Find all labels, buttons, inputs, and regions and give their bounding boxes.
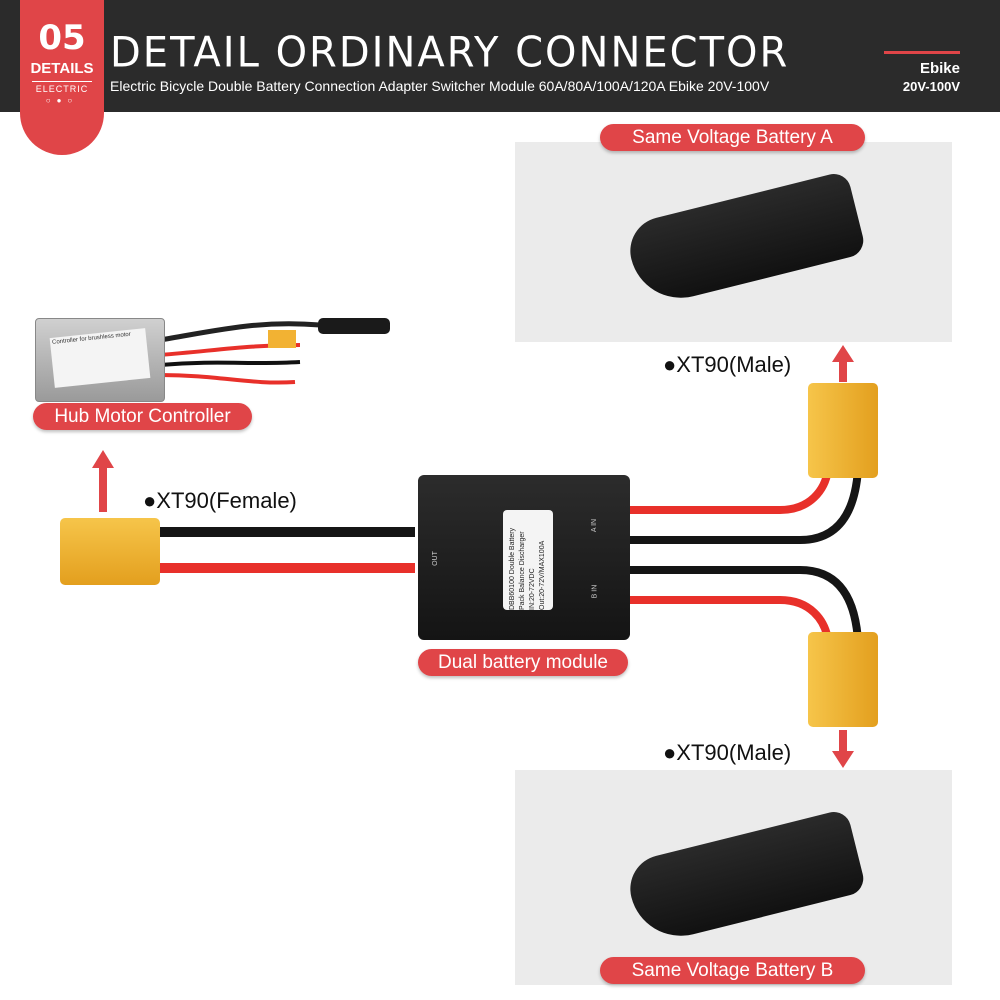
module-label: Dual battery module bbox=[418, 649, 628, 676]
badge-dots: ○●○ bbox=[45, 96, 79, 105]
hub-motor-controller-image: Controller for brushless motor bbox=[35, 318, 165, 402]
page-subtitle: Electric Bicycle Double Battery Connecti… bbox=[110, 78, 770, 94]
arrows bbox=[92, 345, 854, 768]
xt90-female-label: ●XT90(Female) bbox=[143, 488, 297, 513]
header-bar bbox=[0, 0, 1000, 112]
arrow-up-icon bbox=[832, 345, 854, 382]
dual-battery-module-image: OUT A IN B IN DBB60100 Double Battery Pa… bbox=[418, 475, 630, 640]
badge-sub: ELECTRIC bbox=[35, 84, 89, 94]
controller-label: Hub Motor Controller bbox=[33, 403, 252, 430]
arrow-down-icon bbox=[832, 730, 854, 768]
sticker-line: IN:20-72VDC bbox=[529, 568, 536, 610]
sticker-line: DBB60100 Double Battery bbox=[509, 527, 516, 610]
accent-line bbox=[884, 51, 960, 54]
xt90-male-bottom-label: ●XT90(Male) bbox=[663, 740, 792, 765]
controller-small-connector bbox=[268, 330, 296, 348]
b-red-wire bbox=[630, 596, 832, 641]
port-a-label: A IN bbox=[591, 518, 599, 533]
module-sticker: DBB60100 Double Battery Pack Balance Dis… bbox=[503, 510, 553, 610]
arrow-up-icon bbox=[92, 450, 114, 512]
controller-sticker: Controller for brushless motor bbox=[49, 328, 151, 388]
port-out-label: OUT bbox=[431, 551, 439, 566]
sticker-line: Out:20-72V/MAX100A bbox=[539, 540, 546, 610]
port-b-label: B IN bbox=[591, 584, 599, 599]
badge-number: 05 bbox=[38, 18, 86, 58]
b-black-wire bbox=[630, 566, 862, 641]
controller-plug bbox=[318, 318, 390, 334]
xt90-male-top-label: ●XT90(Male) bbox=[663, 352, 792, 377]
battery-b-label: Same Voltage Battery B bbox=[600, 957, 865, 984]
voltage-range: 20V-100V bbox=[902, 79, 960, 94]
a-black-wire bbox=[630, 469, 862, 544]
xt90-male-connector-a bbox=[808, 383, 878, 478]
page-title: DETAIL ORDINARY CONNECTOR bbox=[110, 28, 790, 78]
xt90-female-connector bbox=[60, 518, 160, 585]
battery-a-label: Same Voltage Battery A bbox=[600, 124, 865, 151]
badge-divider bbox=[32, 81, 92, 82]
sticker-line: Pack Balance Discharger bbox=[519, 531, 526, 610]
a-red-wire bbox=[630, 469, 832, 514]
battery-a-panel bbox=[515, 142, 952, 342]
details-badge: 05 DETAILS ELECTRIC ○●○ bbox=[20, 0, 104, 155]
ebike-tag: Ebike bbox=[919, 60, 960, 77]
badge-title: DETAILS bbox=[30, 60, 94, 77]
xt90-male-connector-b bbox=[808, 632, 878, 727]
battery-b-panel bbox=[515, 770, 952, 985]
